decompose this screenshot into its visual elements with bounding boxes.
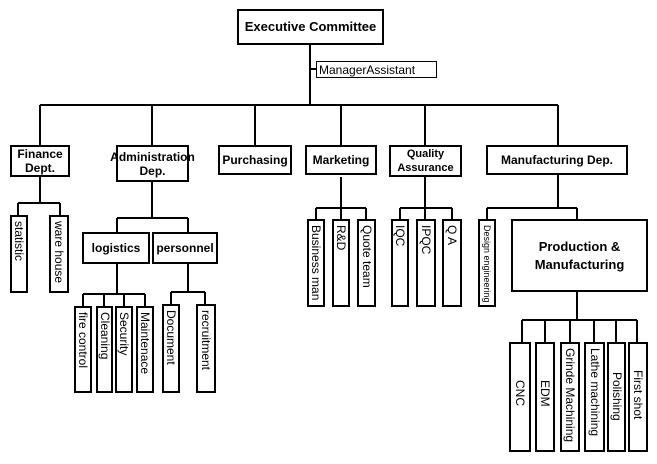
unit-maintenace: Maintenace — [136, 306, 154, 393]
unit-qa: Q A — [442, 219, 462, 307]
unit-cnc: CNC — [509, 342, 531, 452]
unit-iqc: IQC — [391, 219, 409, 307]
unit-statistic: statistic — [10, 215, 28, 293]
unit-cleaning: Cleaning — [96, 306, 113, 393]
quality-assurance-box: Quality Assurance — [389, 145, 462, 177]
unit-quote-team: Quote team — [357, 219, 376, 307]
manufacturing-dept-box: Manufacturing Dep. — [486, 145, 628, 175]
unit-document: Document — [162, 304, 180, 393]
finance-dept-box: Finance Dept. — [10, 145, 70, 177]
unit-first-shot: First shot — [628, 342, 648, 452]
unit-security: Security — [115, 306, 133, 393]
unit-ware-house: ware house — [49, 215, 69, 293]
unit-fire-control: fire control — [74, 306, 92, 393]
unit-recruitment: recruitment — [196, 304, 216, 393]
unit-r-and-d: R&D — [332, 219, 350, 307]
unit-ipqc: IPQC — [416, 219, 436, 307]
manager-assistant-box: ManagerAssistant — [316, 61, 437, 78]
marketing-box: Marketing — [305, 145, 377, 175]
unit-business-man: Business man — [307, 219, 325, 307]
unit-grinde-machining: Grinde Machining — [560, 342, 580, 452]
personnel-box: personnel — [152, 232, 218, 264]
production-manufacturing-box: Production & Manufacturing — [511, 219, 648, 292]
logistics-box: logistics — [82, 232, 150, 264]
unit-polishing: Polishing — [607, 342, 626, 452]
purchasing-box: Purchasing — [218, 145, 292, 175]
unit-lathe-machining: Lathe machining — [584, 342, 605, 452]
unit-design-engineering: Design engineering — [478, 219, 496, 307]
executive-committee-box: Executive Committee — [237, 9, 384, 45]
unit-edm: EDM — [535, 342, 555, 452]
administration-dept-box: Administration Dep. — [110, 145, 195, 182]
